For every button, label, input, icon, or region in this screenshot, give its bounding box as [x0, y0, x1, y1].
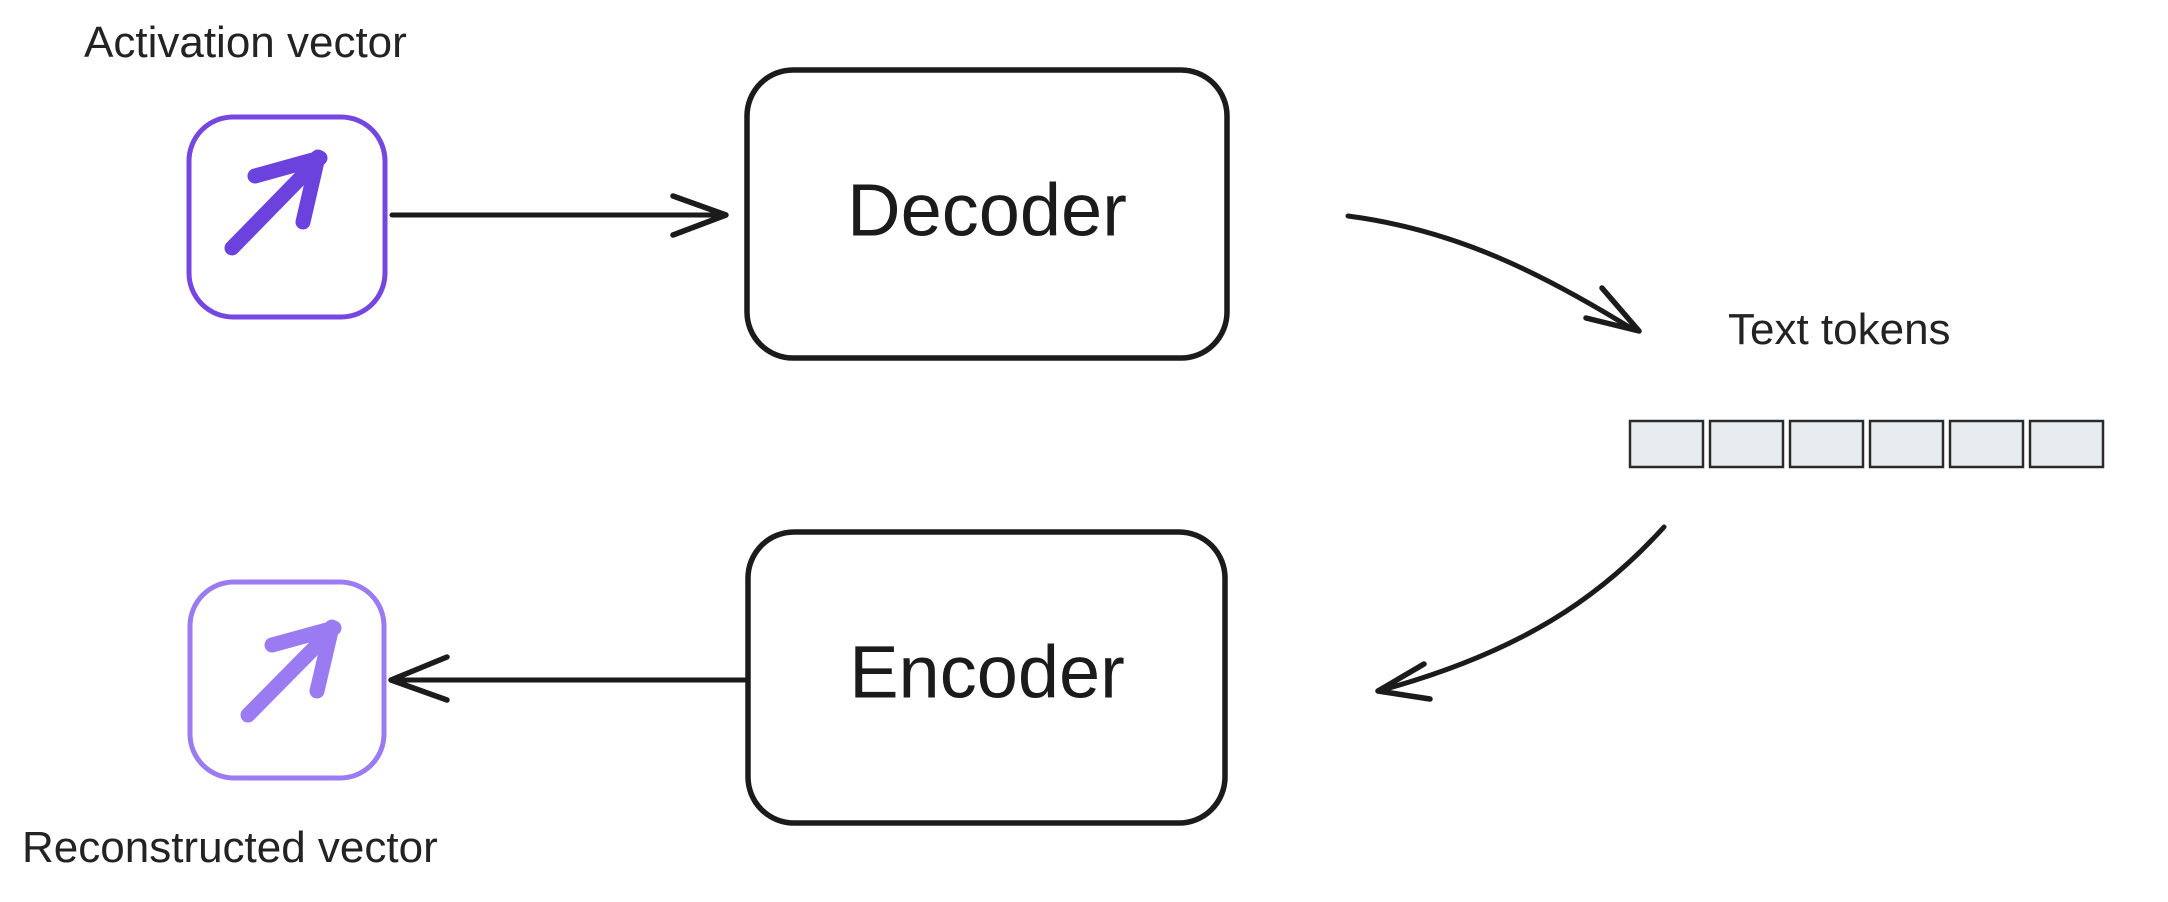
token-box[interactable]: [1708, 419, 1785, 469]
activation-vector-node[interactable]: [186, 114, 388, 320]
reconstructed-vector-label: Reconstructed vector: [22, 823, 438, 872]
arrowhead-left-icon: [388, 654, 450, 703]
text-tokens-group: [1628, 419, 2105, 469]
diagonal-arrow-up-right-icon: [224, 149, 328, 256]
arrowhead-right-icon: [670, 193, 729, 238]
encoder-box[interactable]: [745, 529, 1228, 826]
token-box[interactable]: [1628, 419, 1705, 469]
connector-tokens-to-encoder: [1375, 524, 1667, 702]
connector-curve: [1379, 524, 1667, 693]
activation-vector-label: Activation vector: [84, 18, 407, 67]
decoder-label: Decoder: [847, 169, 1127, 252]
connector-curve: [1345, 213, 1637, 333]
connector-encoder-to-reconstructed: [388, 654, 748, 703]
encoder-label: Encoder: [849, 631, 1125, 714]
decoder-node[interactable]: Decoder: [744, 67, 1230, 361]
decoder-box[interactable]: [744, 67, 1230, 361]
token-box[interactable]: [1948, 419, 2025, 469]
connector-decoder-to-tokens: [1345, 213, 1642, 334]
diagonal-arrow-up-right-icon: [240, 619, 342, 723]
arrowhead-down-right-icon: [1583, 285, 1642, 334]
encoder-node[interactable]: Encoder: [745, 529, 1228, 826]
token-box[interactable]: [1868, 419, 1945, 469]
arrowhead-left-icon: [1375, 661, 1433, 702]
reconstructed-vector-node[interactable]: [187, 579, 387, 781]
activation-vector-box[interactable]: [186, 114, 388, 320]
text-tokens-label: Text tokens: [1728, 305, 1951, 354]
token-box[interactable]: [1788, 419, 1865, 469]
token-box[interactable]: [2028, 419, 2105, 469]
connector-activation-to-decoder: [389, 193, 729, 238]
